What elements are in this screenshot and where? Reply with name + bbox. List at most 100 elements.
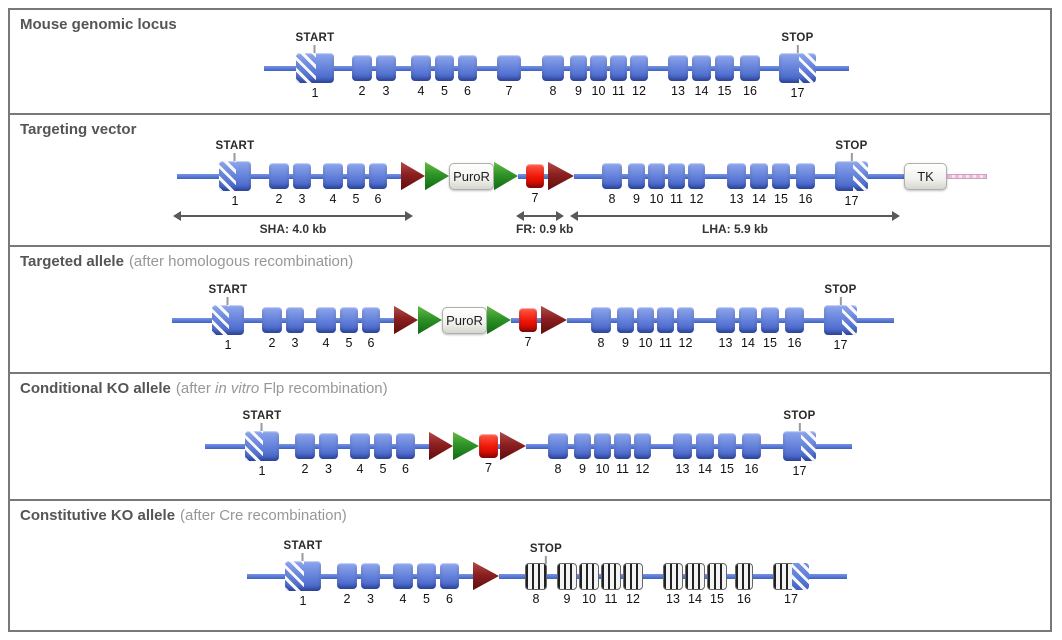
exon-number: 6 [464, 84, 471, 98]
loxp-triangle-icon [473, 561, 499, 591]
exon-3: 3 [319, 433, 338, 476]
marker-tick [545, 555, 547, 564]
exon-13: 13 [716, 307, 735, 350]
exon-5: 5 [347, 163, 365, 206]
exon-number: 15 [774, 192, 788, 206]
dna-line-segment [627, 65, 630, 71]
exon-number: 9 [563, 591, 571, 606]
dna-line-segment [436, 573, 440, 579]
dna-line-segment [711, 65, 715, 71]
dna-line-segment [205, 443, 245, 449]
exon-number: 16 [798, 192, 813, 206]
dna-line-segment [358, 317, 362, 323]
exon-9: 9 [617, 307, 634, 350]
exon-number: 14 [698, 462, 712, 476]
fr-annotation: FR: 0.9 kb [516, 211, 574, 236]
double-arrow [576, 215, 894, 217]
exon-number: 1 [311, 86, 319, 100]
marker-tick [260, 423, 263, 431]
dna-line-segment [705, 573, 707, 579]
stop-label: STOP [783, 410, 816, 422]
exon-2: 2 [269, 163, 289, 206]
exon-number: 17 [784, 591, 798, 606]
exon-number: 1 [299, 594, 307, 608]
exon-16: 16 [796, 163, 815, 206]
dna-line-segment [380, 573, 393, 579]
exon-number: 15 [717, 84, 732, 98]
dna-line-segment [621, 573, 623, 579]
panel-subtitle-part: in vitro [215, 380, 260, 397]
frt-triangle-icon [425, 161, 449, 191]
exon-5: 5 [374, 433, 392, 476]
exon-number: 12 [632, 84, 646, 98]
panel-title-row: Constitutive KO allele(after Cre recombi… [20, 507, 347, 524]
dna-line-segment [244, 317, 262, 323]
exon-number: 11 [659, 336, 672, 350]
exon-2: 2 [295, 433, 315, 476]
dna-line-segment [304, 317, 316, 323]
exon-number: 13 [729, 192, 744, 206]
exon-12: 12 [630, 55, 648, 98]
puror-cassette: PuroR [449, 162, 494, 190]
exon-number: 4 [399, 592, 407, 606]
exon-number: 15 [720, 462, 734, 476]
dna-line-segment [518, 173, 526, 179]
panel-title: Constitutive KO allele [20, 507, 176, 524]
marker-tick [839, 297, 842, 305]
dna-line-segment [599, 573, 601, 579]
exon-number: 11 [612, 84, 625, 98]
dna-line-segment [591, 443, 594, 449]
exon-number: 11 [604, 591, 618, 606]
dna-line-segment [746, 173, 750, 179]
dna-line-segment [372, 65, 376, 71]
exon-number: 6 [402, 462, 409, 476]
exon-4: 4 [316, 307, 336, 350]
panel-subtitle-part: Flp recombination) [259, 380, 388, 397]
exon-11: 11 [657, 307, 674, 350]
annotation-label: FR: 0.9 kb [516, 222, 574, 236]
utr-hatch [285, 561, 304, 591]
dna-line-segment [587, 65, 590, 71]
exon-number: 1 [231, 194, 239, 208]
dna-line-segment [654, 317, 657, 323]
dna-line-segment [727, 573, 735, 579]
exon-5: 5 [340, 307, 358, 350]
dna-line-segment [868, 173, 904, 179]
dna-line-segment [757, 317, 761, 323]
exon-number: 9 [579, 462, 586, 476]
exon-6: 6 [458, 55, 477, 98]
exon-number: 6 [367, 336, 375, 350]
sha-annotation: SHA: 4.0 kb [173, 211, 413, 236]
dna-line-segment [454, 65, 458, 71]
dna-line-segment [547, 573, 557, 579]
exon-number: 5 [345, 336, 353, 350]
stop-marker: STOP [835, 140, 867, 161]
exon-number: 13 [675, 462, 690, 476]
exon-2: 2 [262, 307, 282, 350]
dna-line-segment [387, 173, 401, 179]
utr-hatch [853, 161, 868, 191]
panel-title-row: Targeted allele(after homologous recombi… [20, 253, 353, 270]
dna-line-segment [622, 173, 628, 179]
exon-16-noncoding: 16 [735, 562, 753, 606]
dna-line-segment [264, 65, 296, 71]
exon-8: 8 [548, 433, 568, 476]
exon-number: 17 [792, 464, 807, 478]
exon-10: 10 [590, 55, 607, 98]
stop-marker: STOP [824, 284, 856, 305]
dna-line-segment [415, 443, 429, 449]
exon-7-critical: 7 [519, 308, 537, 349]
dna-line-segment [736, 443, 742, 449]
exon-8: 8 [602, 163, 622, 206]
dna-line-segment [790, 173, 796, 179]
utr-hatch [799, 53, 816, 83]
utr-hatch [219, 161, 236, 191]
annotation-label: LHA: 5.9 kb [701, 222, 768, 236]
exon-number: 3 [291, 336, 299, 350]
exon-number: 16 [744, 462, 759, 476]
exon-11: 11 [610, 55, 627, 98]
exon-13: 13 [673, 433, 692, 476]
exon-3: 3 [293, 163, 311, 206]
marker-tick [301, 553, 304, 561]
